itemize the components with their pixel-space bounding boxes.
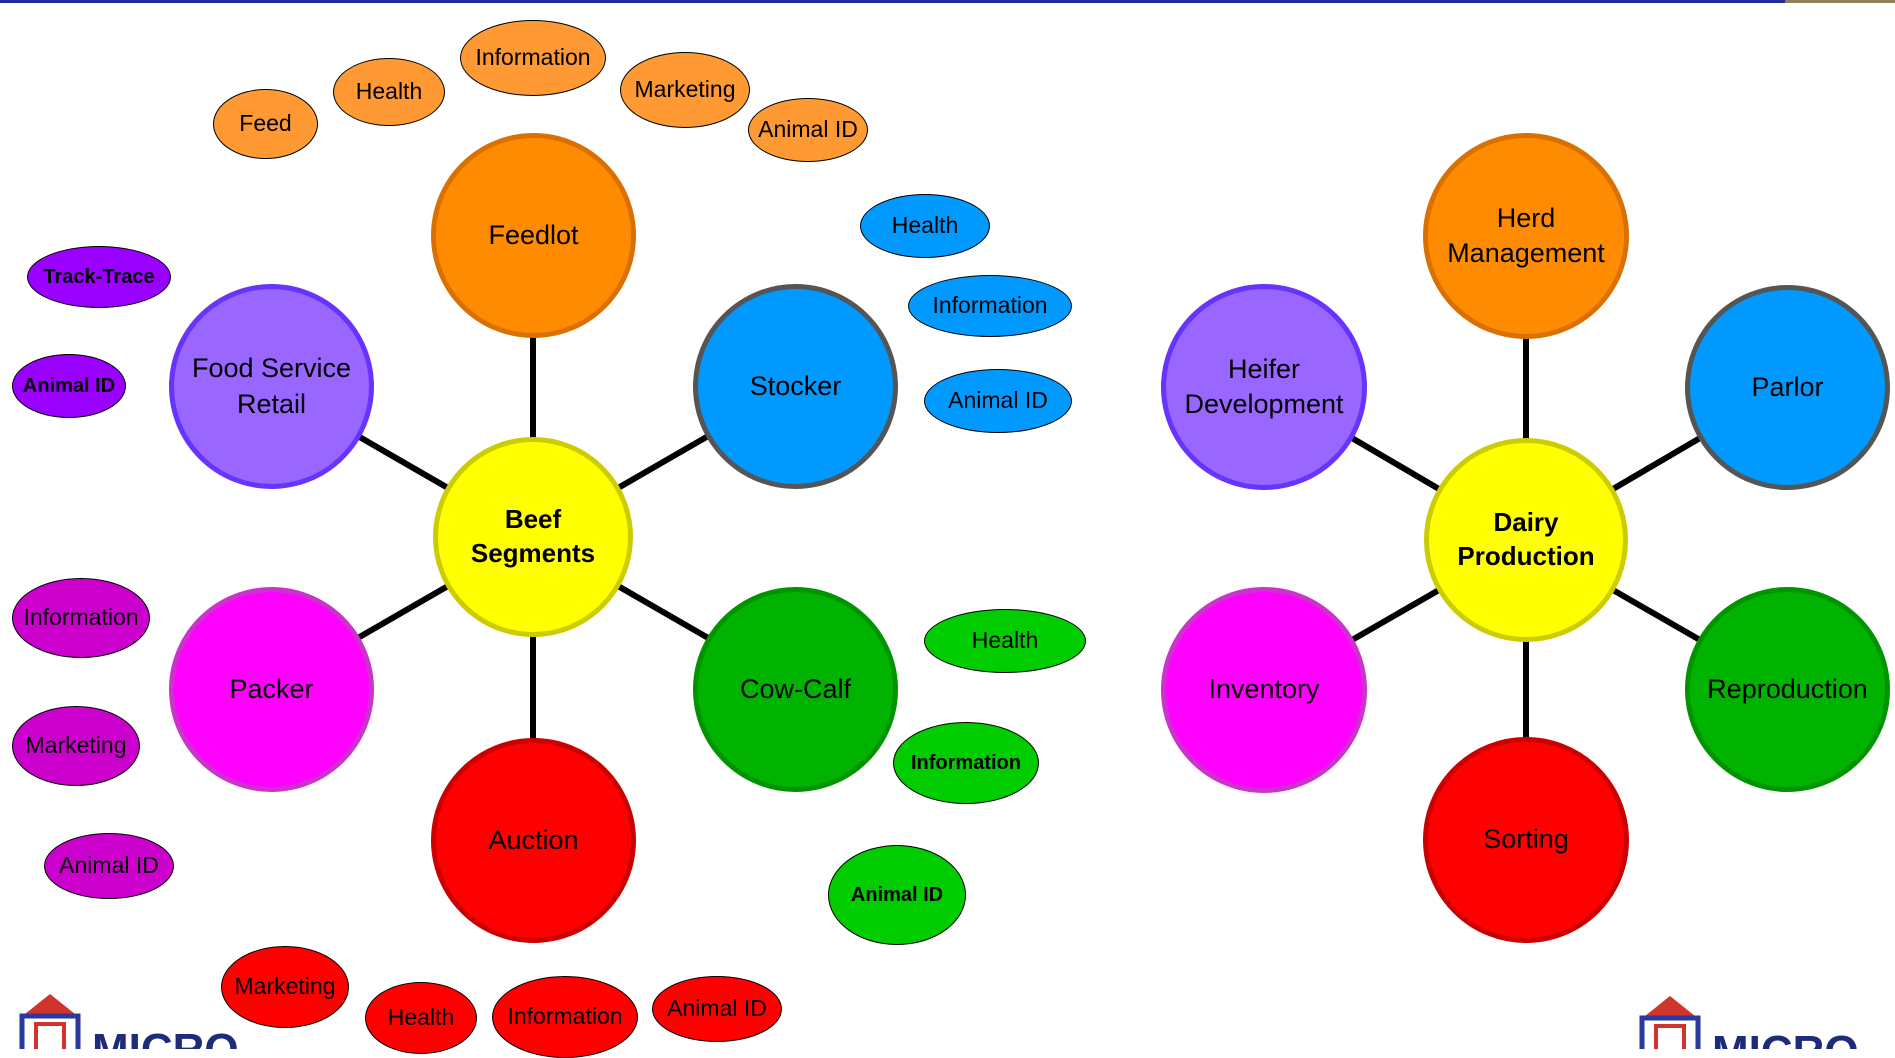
foodservice-tag-animal-id: Animal ID	[12, 354, 126, 418]
beef-hub: Beef Segments	[433, 437, 633, 637]
feedlot-tag-information: Information	[460, 20, 606, 96]
cowcalf-tag-health: Health	[924, 609, 1086, 673]
feedlot-tag-marketing: Marketing	[620, 52, 750, 128]
header-photo-strip	[1785, 0, 1895, 3]
feedlot-node: Feedlot	[431, 133, 636, 338]
cowcalf-tag-animal-id: Animal ID	[828, 845, 966, 945]
micro-logo-left-text: MICRO	[92, 1025, 239, 1049]
packer-tag-marketing: Marketing	[12, 706, 140, 786]
micro-logo-left: MICRO	[0, 994, 280, 1049]
dairy-hub: Dairy Production	[1424, 438, 1628, 642]
foodservice-node: Food Service Retail	[169, 284, 374, 489]
feedlot-tag-health: Health	[333, 58, 445, 126]
stocker-node: Stocker	[693, 284, 898, 489]
auction-tag-marketing: Marketing	[221, 946, 349, 1028]
auction-tag-information: Information	[492, 976, 638, 1058]
micro-logo-left-mark: MICRO	[19, 994, 239, 1049]
micro-logo-right-mark: MICRO	[1639, 996, 1859, 1049]
cowcalf-node: Cow-Calf	[693, 587, 898, 792]
stocker-tag-information: Information	[908, 275, 1072, 337]
packer-node: Packer	[169, 587, 374, 792]
foodservice-tag-track-trace: Track-Trace	[27, 246, 171, 308]
micro-logo-right-text: MICRO	[1712, 1027, 1859, 1049]
inventory-node: Inventory	[1161, 587, 1367, 793]
packer-tag-animal-id: Animal ID	[44, 833, 174, 899]
top-border	[0, 0, 1895, 3]
herd-management-node: Herd Management	[1423, 133, 1629, 339]
auction-node: Auction	[431, 738, 636, 943]
packer-tag-information: Information	[12, 578, 150, 658]
auction-tag-animal-id: Animal ID	[652, 976, 782, 1042]
cowcalf-tag-information: Information	[893, 722, 1039, 804]
auction-tag-health: Health	[365, 982, 477, 1054]
micro-logo-right: MICRO	[1620, 996, 1895, 1049]
stocker-tag-health: Health	[860, 194, 990, 258]
parlor-node: Parlor	[1685, 285, 1890, 490]
stocker-tag-animal-id: Animal ID	[924, 369, 1072, 433]
heifer-development-node: Heifer Development	[1161, 284, 1367, 490]
sorting-node: Sorting	[1423, 737, 1629, 943]
feedlot-tag-feed: Feed	[213, 89, 318, 159]
feedlot-tag-animal-id: Animal ID	[748, 98, 868, 162]
reproduction-node: Reproduction	[1685, 587, 1890, 792]
